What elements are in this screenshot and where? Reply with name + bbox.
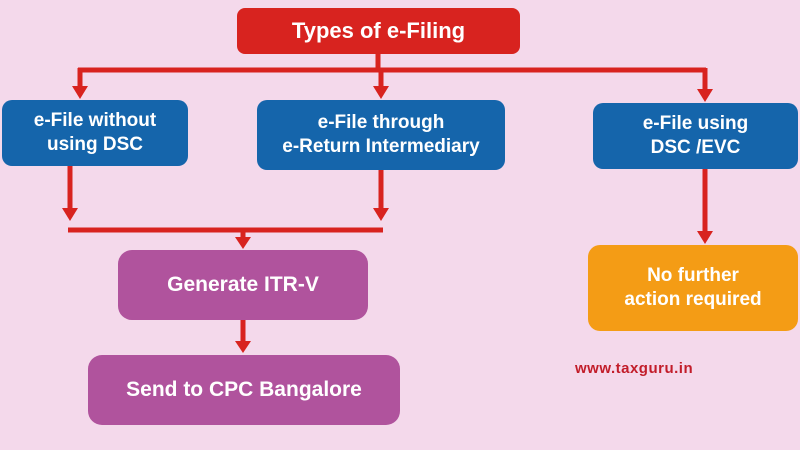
node-efile-ereturn-intermediary: e-File through e-Return Intermediary [257, 100, 505, 170]
node-generate-itrv-label: Generate ITR-V [167, 272, 319, 296]
node-send-cpc-bangalore-label: Send to CPC Bangalore [126, 377, 362, 401]
arrow-merge-to-generate-itrv [62, 166, 389, 249]
node-efile-dsc-evc-label: e-File using DSC /EVC [642, 113, 749, 158]
arrow-dscevc-to-no-action [697, 169, 713, 244]
node-efile-dsc-evc: e-File using DSC /EVC [593, 103, 798, 169]
node-efile-without-dsc: e-File without using DSC [2, 100, 188, 166]
node-efile-without-dsc-label: e-File without using DSC [33, 110, 157, 155]
node-efile-ereturn-intermediary-label: e-File through e-Return Intermediary [282, 112, 480, 157]
node-no-further-action: No further action required [588, 245, 798, 331]
title-node: Types of e-Filing [237, 8, 520, 54]
node-no-further-action-label: No further action required [624, 265, 762, 310]
node-send-cpc-bangalore: Send to CPC Bangalore [88, 355, 400, 425]
arrow-generate-to-send-cpc [235, 320, 251, 353]
watermark-taxguru: www.taxguru.in [575, 360, 694, 377]
arrow-title-to-branches [72, 52, 713, 102]
node-generate-itrv: Generate ITR-V [118, 250, 368, 320]
title-label: Types of e-Filing [291, 18, 466, 44]
